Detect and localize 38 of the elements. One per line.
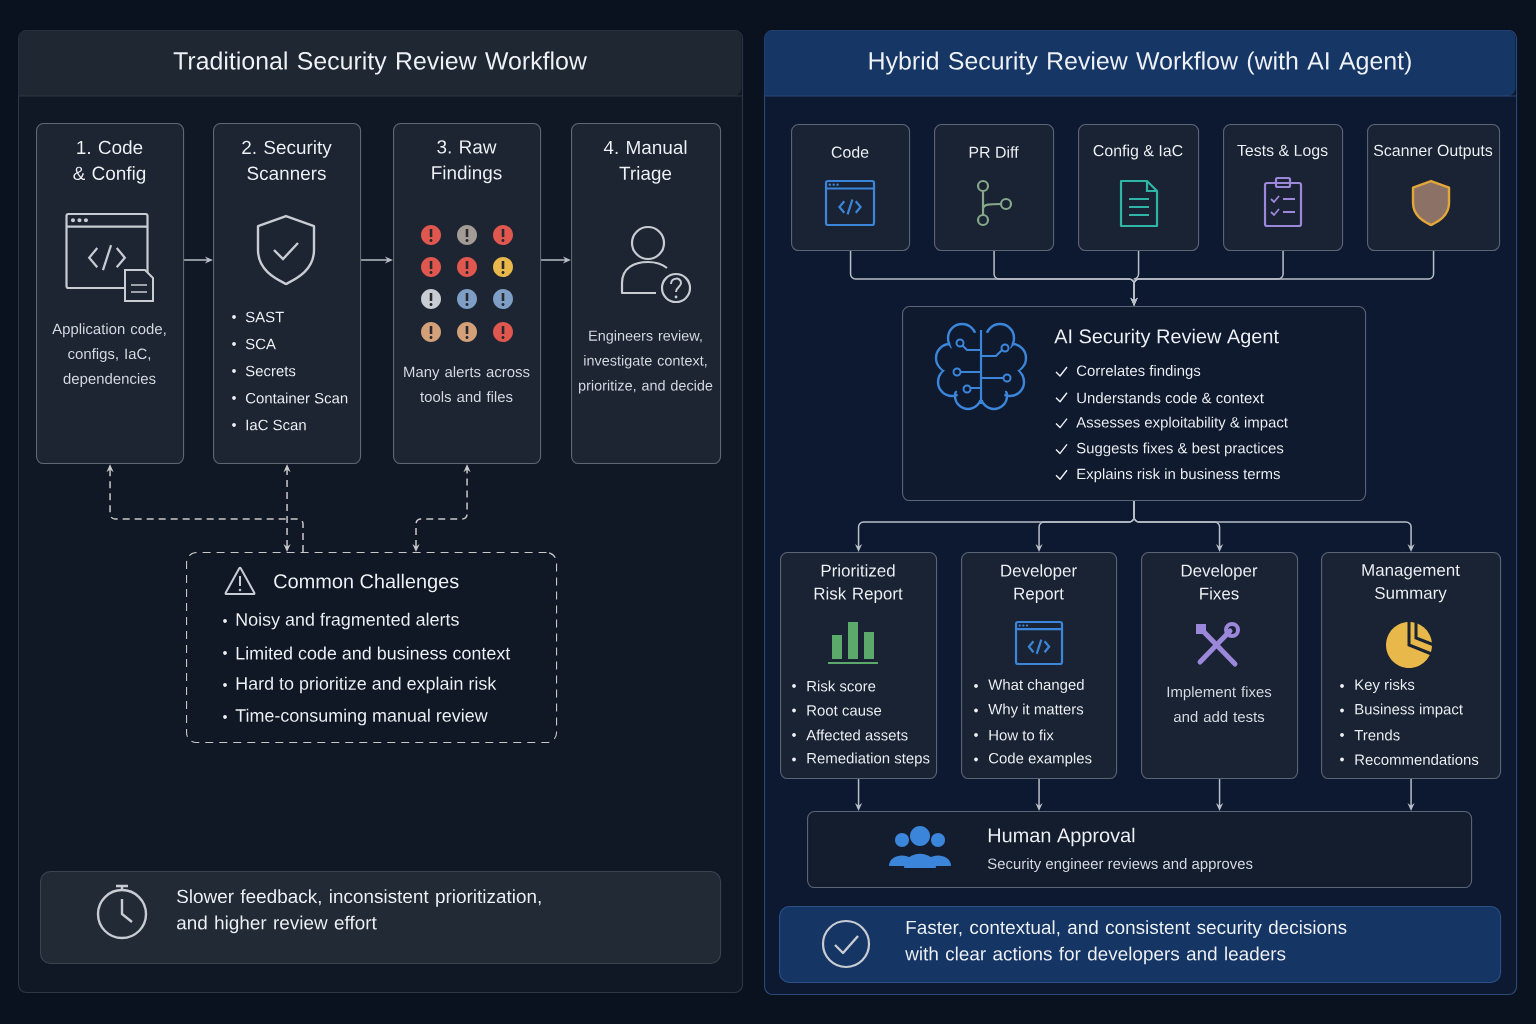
description-text: Many alerts across tools and files	[404, 366, 530, 403]
bullet-item: Hard to prioritize and explain risk	[223, 676, 497, 694]
description-text: Engineers review, investigate context, prioritize, and decide	[579, 330, 713, 394]
bullet-item: Limited code and business context	[223, 646, 511, 660]
check-item: Explains risk in business terms	[1055, 468, 1280, 483]
bullet-item: Key risks	[1340, 679, 1415, 693]
description-text: Application code, configs, IaC, dependencies	[52, 323, 166, 387]
check-item: Suggests fixes & best practices	[1055, 442, 1284, 457]
bullet-item: What changed	[974, 679, 1084, 693]
bullet-item: Secrets	[232, 365, 296, 377]
check-item: Assesses exploitability & impact	[1055, 416, 1288, 431]
bullet-item: Container Scan	[232, 392, 348, 404]
input-box: Tests & Logs	[1223, 124, 1344, 252]
bullet-item: Risk score	[792, 680, 876, 692]
input-box: Scanner Outputs	[1367, 124, 1501, 252]
bullet-item: SCA	[232, 338, 276, 350]
bullet-item: Remediation steps	[792, 752, 930, 767]
bullet-item: Trends	[1340, 729, 1400, 741]
summary-banner: Slower feedback, inconsistent prioritization, and higher review effort	[40, 871, 722, 965]
bullet-item: Time-consuming manual review	[223, 708, 488, 726]
bullet-item: Code examples	[974, 752, 1092, 767]
bullet-item: Why it matters	[974, 703, 1084, 718]
input-box: Code	[791, 124, 911, 252]
summary-banner: Faster, contextual, and consistent security decisions with clear actions for developers and leaders	[779, 906, 1502, 984]
bullet-item: IaC Scan	[232, 419, 306, 431]
bullet-item: Affected assets	[792, 729, 908, 741]
input-box: PR Diff	[934, 124, 1055, 252]
description-text: Implement fixes and add tests	[1167, 686, 1272, 723]
bullet-item: SAST	[232, 311, 284, 323]
bullet-item: Business impact	[1340, 703, 1463, 718]
input-box: Config & IaC	[1078, 124, 1200, 252]
approval-box: Human Approval Security engineer reviews and approves	[807, 811, 1473, 889]
bullet-item: Noisy and fragmented alerts	[223, 612, 459, 630]
check-item: Understands code & context	[1055, 392, 1264, 404]
bullet-item: How to fix	[974, 729, 1054, 741]
bullet-item: Recommendations	[1340, 754, 1479, 765]
bullet-item: Root cause	[792, 705, 882, 716]
check-item: Correlates findings	[1055, 365, 1201, 379]
